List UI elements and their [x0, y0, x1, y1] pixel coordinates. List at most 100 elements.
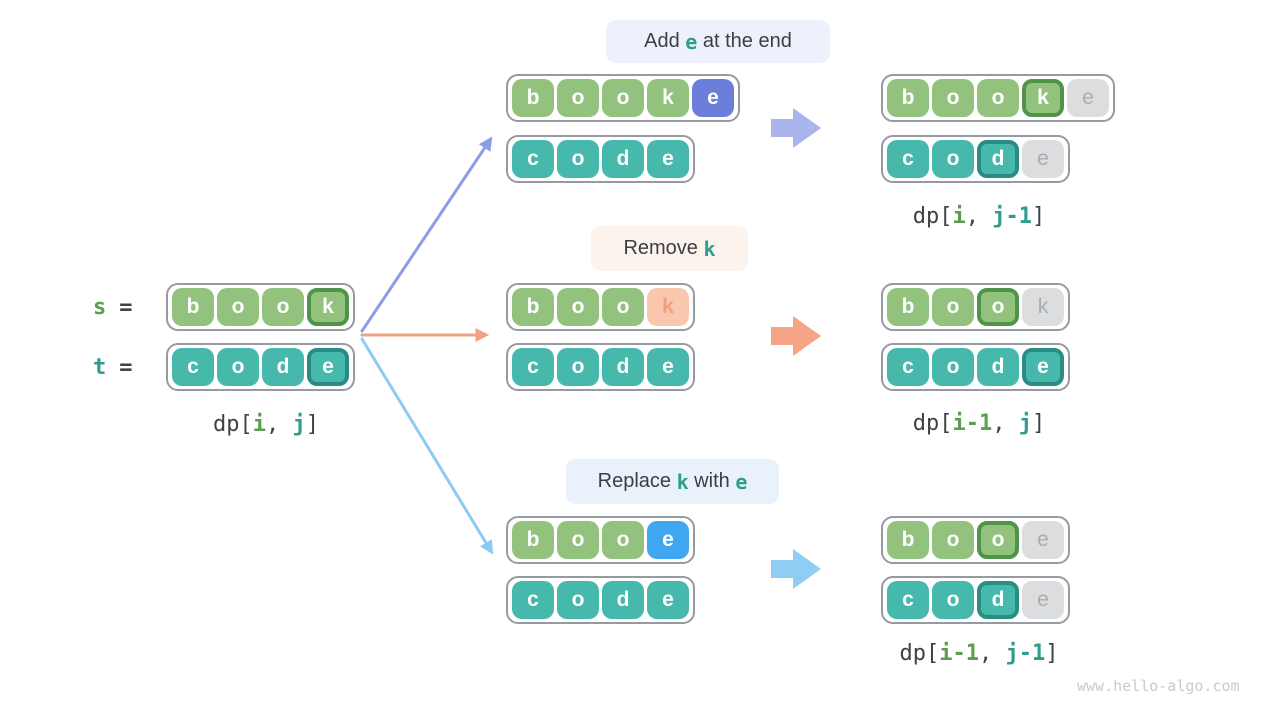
char-cell: e	[1022, 521, 1064, 559]
dp-sep: ,	[979, 641, 1006, 666]
badge-highlight-k: k	[703, 236, 716, 261]
char-cell: d	[977, 140, 1019, 178]
dp-fn: dp[	[912, 204, 953, 229]
dp-sep: ,	[965, 204, 993, 229]
char-cell: k	[647, 79, 689, 117]
char-cell: o	[932, 79, 974, 117]
equals-sign: =	[119, 295, 133, 320]
dp-j: j-1	[992, 204, 1032, 229]
dp-i: i	[952, 204, 966, 229]
char-cell: d	[977, 348, 1019, 386]
char-cell: o	[602, 79, 644, 117]
char-cell: o	[262, 288, 304, 326]
badge-highlight-k: k	[676, 469, 689, 494]
char-cell: o	[932, 521, 974, 559]
dp-label-add: dp[i, j-1]	[873, 204, 1085, 229]
char-cell: o	[602, 288, 644, 326]
char-cell: o	[217, 348, 259, 386]
char-cell: d	[977, 581, 1019, 619]
source-s-label: s=	[93, 295, 133, 320]
badge-text: Replace	[597, 470, 677, 492]
char-cell: d	[602, 581, 644, 619]
dp-fn: dp[	[912, 411, 953, 436]
dp-close: ]	[305, 412, 319, 437]
badge-text: at the end	[697, 30, 792, 52]
char-cell: o	[557, 348, 599, 386]
char-cell: o	[977, 521, 1019, 559]
char-cell: c	[887, 140, 929, 178]
char-cell: b	[887, 288, 929, 326]
char-cell: o	[932, 581, 974, 619]
char-cell: c	[512, 348, 554, 386]
char-cell: o	[217, 288, 259, 326]
operation-badge-remove: Remove k	[591, 226, 748, 271]
char-cell: b	[512, 79, 554, 117]
source-t-label: t=	[93, 355, 133, 380]
char-cell: c	[512, 140, 554, 178]
char-cell: c	[887, 348, 929, 386]
char-cell: o	[977, 288, 1019, 326]
char-cell: b	[887, 79, 929, 117]
dp-fn: dp[	[899, 641, 940, 666]
char-cell: b	[512, 288, 554, 326]
char-cell: k	[647, 288, 689, 326]
branch-line-add-icon	[360, 136, 493, 333]
char-cell: o	[602, 521, 644, 559]
char-cell: d	[602, 140, 644, 178]
block-arrow-add-icon	[771, 108, 821, 148]
dp-j: j-1	[1005, 641, 1046, 666]
char-cell: b	[887, 521, 929, 559]
dp-i: i-1	[952, 411, 993, 436]
dp-close: ]	[1045, 641, 1059, 666]
operation-badge-add: Add e at the end	[606, 20, 830, 63]
char-cell: d	[602, 348, 644, 386]
char-cell: o	[932, 348, 974, 386]
char-cell: o	[977, 79, 1019, 117]
watermark: www.hello-algo.com	[1077, 677, 1240, 695]
dp-sep: ,	[992, 411, 1019, 436]
dp-sep: ,	[266, 412, 293, 437]
char-cell: d	[262, 348, 304, 386]
t-variable: t	[93, 355, 107, 380]
char-cell: c	[887, 581, 929, 619]
char-cell: e	[692, 79, 734, 117]
char-cell: e	[307, 348, 349, 386]
dp-fn: dp[	[213, 412, 253, 437]
char-cell: e	[647, 348, 689, 386]
char-cell: k	[1022, 79, 1064, 117]
s-variable: s	[93, 295, 107, 320]
char-cell: e	[1067, 79, 1109, 117]
char-cell: e	[647, 581, 689, 619]
equals-sign: =	[119, 355, 133, 380]
char-cell: e	[1022, 581, 1064, 619]
char-cell: c	[172, 348, 214, 386]
dp-label-replace: dp[i-1, j-1]	[873, 641, 1085, 666]
char-cell: c	[512, 581, 554, 619]
char-cell: e	[1022, 140, 1064, 178]
dp-label-source: dp[i, j]	[160, 412, 372, 437]
char-cell: o	[557, 140, 599, 178]
badge-highlight-e: e	[685, 29, 698, 54]
badge-text: with	[688, 470, 736, 492]
char-cell: b	[172, 288, 214, 326]
char-cell: e	[647, 521, 689, 559]
badge-text: Remove	[623, 237, 704, 259]
dp-j: j	[292, 412, 306, 437]
char-cell: o	[557, 521, 599, 559]
char-cell: e	[647, 140, 689, 178]
char-cell: b	[512, 521, 554, 559]
block-arrow-replace-icon	[771, 549, 821, 589]
